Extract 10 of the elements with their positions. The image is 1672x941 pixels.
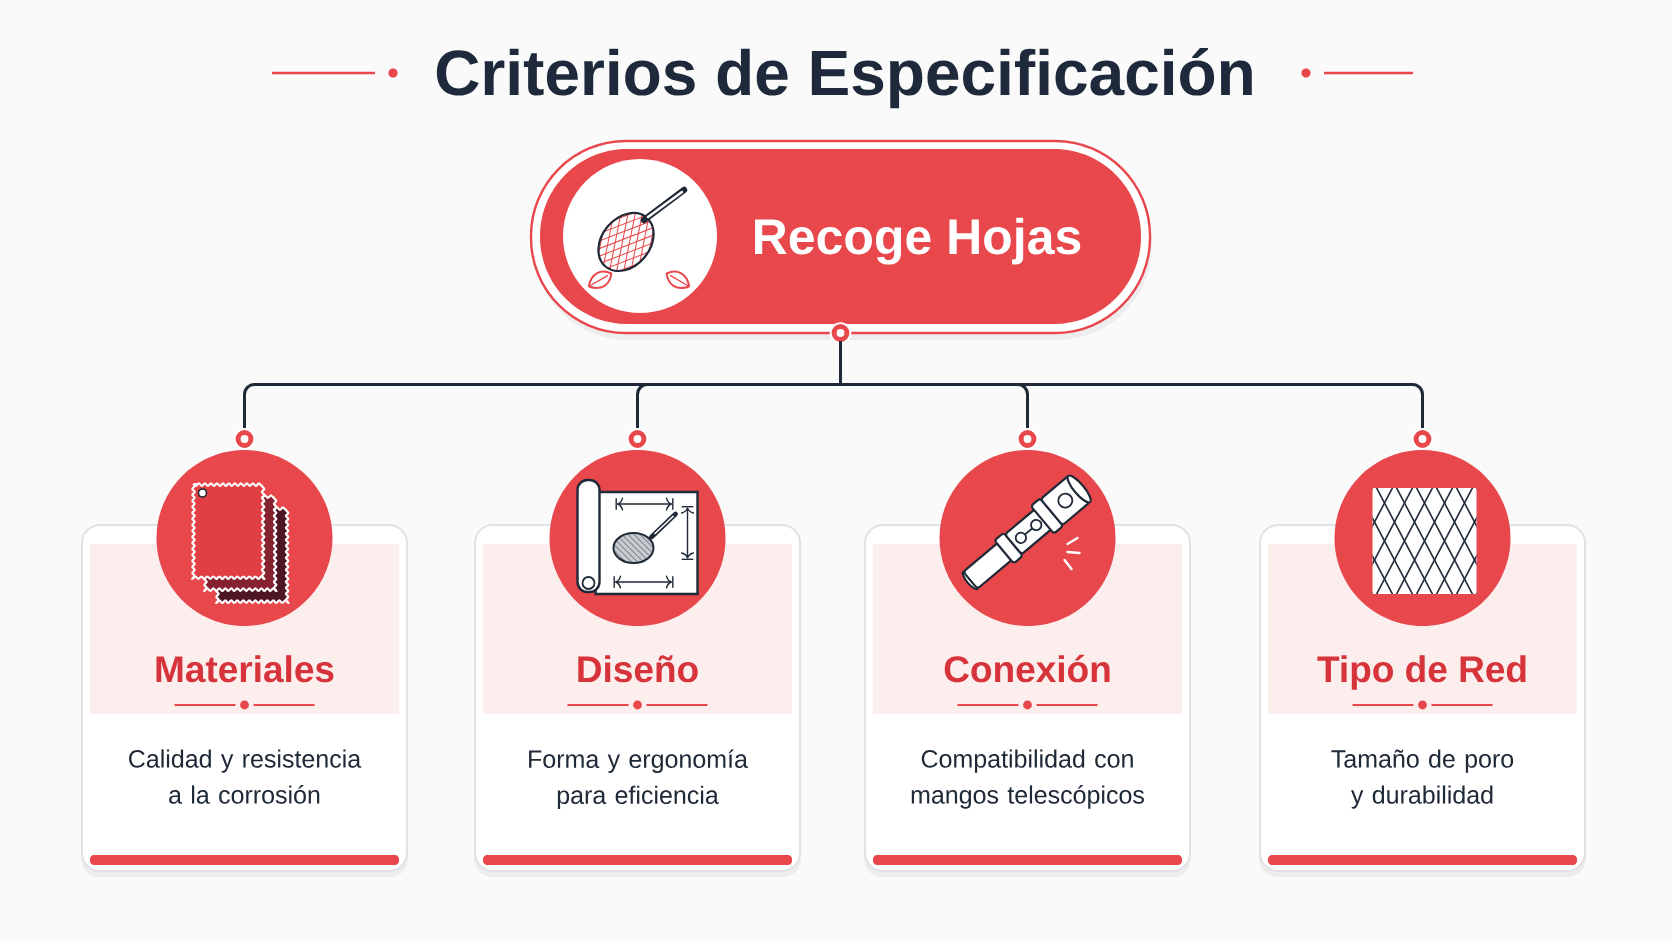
- card-heading: Diseño: [578, 655, 698, 683]
- card-text: Compatibilidad con mangos telescópicos: [911, 749, 1144, 809]
- card-heading: Tipo de Red: [1317, 655, 1526, 690]
- card-heading: Conexión: [944, 654, 1110, 683]
- card-text: Tamaño de poro y durabilidad: [1331, 749, 1514, 809]
- title: Criterios de Especificación: [436, 48, 1252, 109]
- connector-line: [839, 341, 1424, 428]
- card-text: Calidad y resistencia a la corrosión: [129, 749, 362, 804]
- card-heading: Materiales: [156, 655, 334, 683]
- card-text: Forma y ergonomía para eficiencia: [529, 749, 748, 809]
